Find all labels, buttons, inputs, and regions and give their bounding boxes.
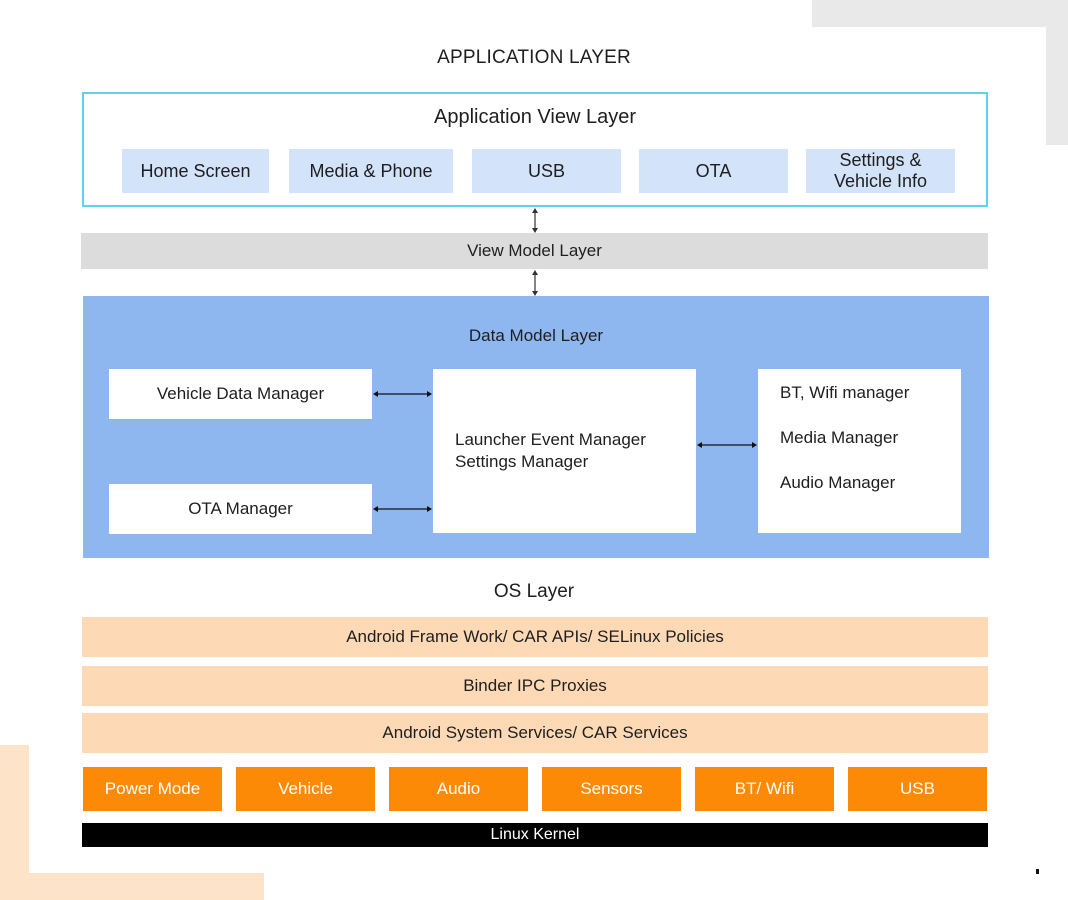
app-module-home-screen: Home Screen (122, 149, 269, 193)
media-manager: Media Manager (780, 428, 899, 447)
bidirectional-arrow-launcher-to-services (697, 442, 757, 448)
bt-wifi-manager: BT, Wifi manager (780, 383, 910, 402)
app-module-ota: OTA (639, 149, 788, 193)
app-module-usb: USB (472, 149, 621, 193)
android-framework-band: Android Frame Work/ CAR APIs/ SELinux Po… (82, 617, 988, 657)
system-services-band: Android System Services/ CAR Services (82, 713, 988, 753)
linux-kernel-bar: Linux Kernel (82, 823, 988, 847)
hal-bt-wifi: BT/ Wifi (695, 767, 834, 811)
app-module-settings-vehicle-info: Settings & Vehicle Info (806, 149, 955, 193)
application-view-layer-title: Application View Layer (434, 105, 636, 128)
binder-ipc-band: Binder IPC Proxies (82, 666, 988, 706)
application-layer-title: APPLICATION LAYER (437, 47, 631, 68)
hal-vehicle: Vehicle (236, 767, 375, 811)
data-model-layer-title: Data Model Layer (468, 326, 604, 345)
hal-usb: USB (848, 767, 987, 811)
decorative-gray-corner-top (812, 0, 1068, 27)
hal-sensors: Sensors (542, 767, 681, 811)
view-model-layer: View Model Layer (81, 233, 988, 269)
bidirectional-arrow-vehicle-data-to-launcher (373, 391, 432, 397)
decorative-gray-corner-right (1046, 27, 1068, 145)
services-manager-box: BT, Wifi manager Media Manager Audio Man… (758, 369, 961, 533)
hal-power-mode: Power Mode (83, 767, 222, 811)
bidirectional-arrow-ota-to-launcher (373, 506, 432, 512)
settings-manager: Settings Manager (455, 452, 589, 471)
launcher-settings-manager-box: Launcher Event Manager Settings Manager (433, 369, 696, 533)
stray-dot (1036, 869, 1039, 874)
os-layer-title: OS Layer (493, 581, 575, 602)
launcher-event-manager: Launcher Event Manager (455, 429, 646, 449)
audio-manager: Audio Manager (780, 473, 896, 492)
vehicle-data-manager: Vehicle Data Manager (109, 369, 372, 419)
bidirectional-arrow-viewmodel-to-datamodel (532, 270, 538, 296)
app-module-media-phone: Media & Phone (289, 149, 453, 193)
bidirectional-arrow-app-to-viewmodel (532, 208, 538, 233)
decorative-peach-corner-bottom (0, 873, 264, 900)
hal-audio: Audio (389, 767, 528, 811)
ota-manager: OTA Manager (109, 484, 372, 534)
